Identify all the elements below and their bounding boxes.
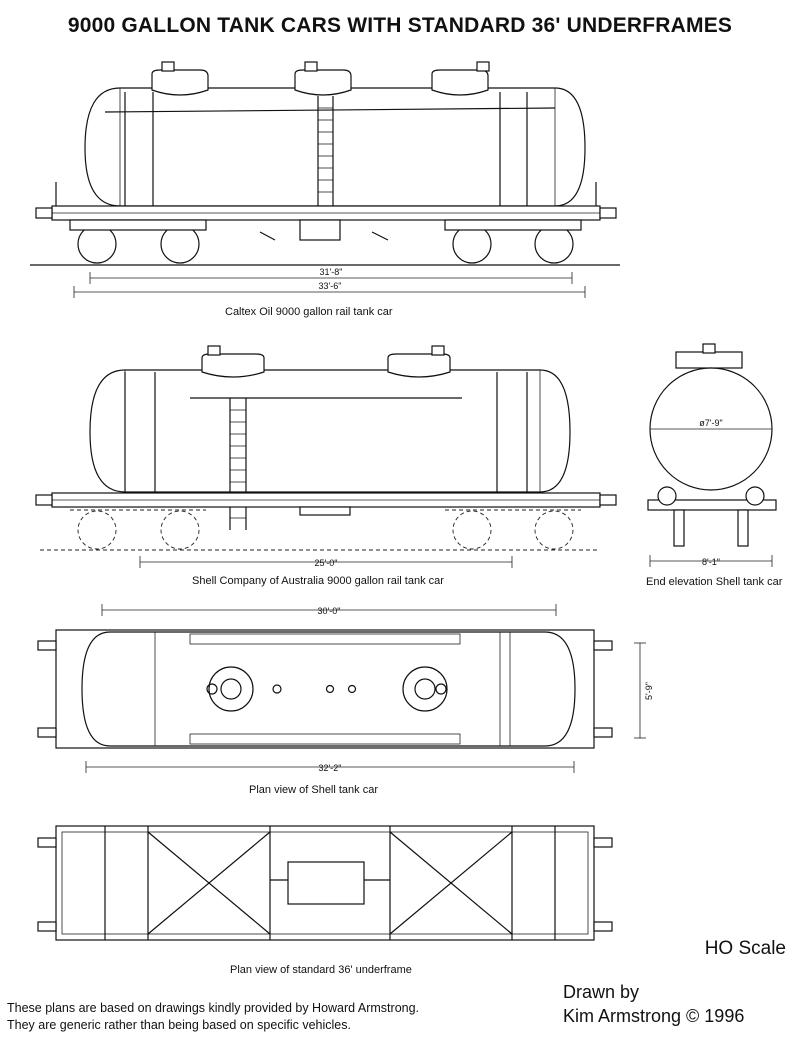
shell-end-caption: End elevation Shell tank car	[646, 576, 783, 588]
scale-label: HO Scale	[704, 938, 786, 959]
caltex-overall-dimension: 33'-6"	[319, 281, 342, 291]
caltex-side-elevation: 31'-8" 33'-6"	[30, 61, 620, 298]
end-diameter-dimension: ø7'-9"	[699, 418, 722, 428]
underframe-plan-view	[37, 825, 613, 941]
shell-bogie-centres-dimension: 25'-0"	[315, 558, 338, 568]
caltex-bogie-centres-dimension: 31'-8"	[320, 267, 343, 277]
underframe-plan-caption: Plan view of standard 36' underframe	[230, 964, 412, 976]
footnote-line-2: They are generic rather than being based…	[7, 1018, 351, 1032]
shell-plan-caption: Plan view of Shell tank car	[249, 784, 379, 796]
caltex-caption: Caltex Oil 9000 gallon rail tank car	[225, 306, 393, 318]
page-title: 9000 GALLON TANK CARS WITH STANDARD 36' …	[67, 14, 733, 37]
end-width-dimension: 8'-1"	[702, 557, 720, 567]
credit-line-2: Kim Armstrong © 1996	[563, 1006, 745, 1026]
credit: Drawn by Kim Armstrong © 1996	[563, 980, 744, 1028]
credit-line-1: Drawn by	[563, 982, 640, 1002]
footnote-line-1: These plans are based on drawings kindly…	[7, 1001, 420, 1015]
plan-tank-length-dimension: 30'-0"	[318, 606, 341, 616]
footnote: These plans are based on drawings kindly…	[7, 1000, 419, 1034]
shell-side-caption: Shell Company of Australia 9000 gallon r…	[192, 575, 444, 587]
shell-plan-view: 30'-0" 5'-9" 32'-2"	[37, 604, 654, 773]
plan-width-dimension: 5'-9"	[644, 682, 654, 700]
plan-frame-length-dimension: 32'-2"	[319, 763, 342, 773]
shell-end-elevation: ø7'-9" 8'-1"	[647, 343, 777, 567]
shell-side-elevation: 25'-0"	[35, 345, 617, 568]
